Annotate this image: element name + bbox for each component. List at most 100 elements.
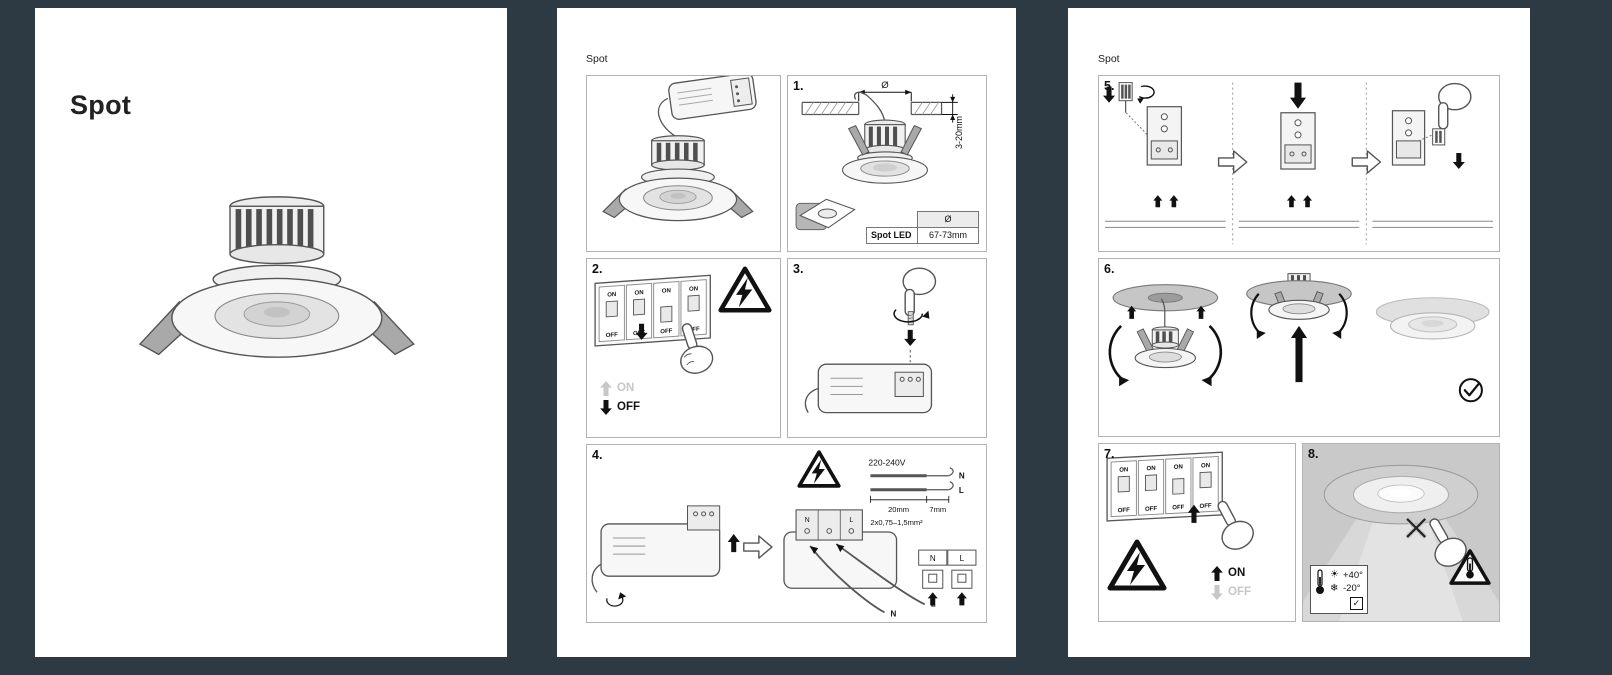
mains-l-label: L xyxy=(959,486,964,495)
breaker-off-label: OFF xyxy=(660,328,672,335)
high-voltage-warning-icon xyxy=(1107,539,1167,591)
stage-3 xyxy=(1372,82,1493,228)
step8-illustration xyxy=(1303,464,1499,621)
step7-illustration: ON OFF ON OFF ON OFF xyxy=(1106,451,1254,550)
wire-spec-label: 2x0,75–1,5mm² xyxy=(870,518,923,527)
up-arrow-icon xyxy=(1127,305,1137,319)
up-arrow-icon xyxy=(1169,195,1179,208)
up-arrow-icon xyxy=(956,592,967,606)
breaker-on-label: ON xyxy=(1174,464,1183,470)
heatsink-fins xyxy=(235,209,314,252)
off-label: OFF xyxy=(1228,585,1251,598)
down-arrow-icon xyxy=(904,329,917,346)
up-arrow-icon xyxy=(927,592,938,606)
hand-icon xyxy=(1429,518,1467,567)
breaker-off-label: OFF xyxy=(1118,508,1130,515)
up-arrow-icon xyxy=(1153,195,1163,208)
approved-row: ✓ xyxy=(1315,596,1363,610)
breaker-off-label: OFF xyxy=(606,332,618,339)
hand-icon xyxy=(680,323,714,374)
check-icon: ✓ xyxy=(1352,598,1361,608)
neutral-wire xyxy=(809,545,885,614)
screw-icon xyxy=(907,311,914,326)
off-label: OFF xyxy=(617,400,640,413)
snowflake-icon: ❄ xyxy=(1330,582,1339,594)
strip-length-7: 7mm xyxy=(929,505,946,514)
power-state-legend: ON OFF xyxy=(1211,566,1251,600)
strip-length-20: 20mm xyxy=(888,505,909,514)
page-header: Spot xyxy=(1098,53,1120,65)
breaker-off-label: OFF xyxy=(1200,503,1212,510)
page-title: Spot xyxy=(70,90,132,121)
high-voltage-warning-icon xyxy=(718,266,772,313)
step-number: 7. xyxy=(1104,447,1115,461)
up-arrow-icon xyxy=(1286,195,1296,208)
breaker-on-label: ON xyxy=(607,292,616,299)
check-circle-icon xyxy=(1458,378,1483,403)
spec-table-cutout-value: 67-73mm xyxy=(917,227,979,244)
switch-down-arrow-icon xyxy=(635,323,648,340)
breaker-on-label: ON xyxy=(662,288,671,295)
switch-up-arrow-icon xyxy=(1187,504,1201,523)
down-arrow-icon xyxy=(1452,152,1465,170)
panel-step-4: 4. xyxy=(586,444,987,623)
next-arrow-icon xyxy=(743,535,773,559)
rotate-arrow-icon xyxy=(1138,85,1155,99)
on-label: ON xyxy=(1228,566,1246,579)
step4-illustration: N L L N 220-240V N xyxy=(591,458,977,618)
overview-illustration xyxy=(602,76,757,222)
push-up-arrow-icon xyxy=(1290,325,1308,383)
panel-step-7: 7. ON OFF ON OFF xyxy=(1098,443,1296,622)
driver-terminal-zoom: N L L N xyxy=(783,509,936,618)
page-cover: Spot xyxy=(35,8,507,657)
next-arrow-icon xyxy=(1217,150,1248,174)
panel-step-1: 1. Ø xyxy=(787,75,987,252)
hand-icon xyxy=(1437,82,1472,130)
step2-illustration: ON OFF ON OFF ON OFF xyxy=(594,274,714,374)
stage-1 xyxy=(1103,82,1226,228)
rotate-arrow-icon xyxy=(893,309,924,323)
spec-table-diameter-header: Ø xyxy=(917,211,979,228)
driver-box xyxy=(668,76,757,120)
mains-n-label: N xyxy=(959,472,965,481)
hand-icon xyxy=(1217,500,1254,550)
breaker-off-label: OFF xyxy=(1145,506,1157,513)
hand-icon xyxy=(902,267,937,317)
mains-cable xyxy=(853,91,886,123)
step-number: 6. xyxy=(1104,262,1115,276)
panel-step-8: 8. xyxy=(1302,443,1500,622)
squeeze-arrow-icon xyxy=(1108,324,1124,382)
step6-illustration xyxy=(1108,273,1490,403)
page-instructions-1: Spot xyxy=(557,8,1016,657)
up-arrow-icon xyxy=(727,534,740,553)
step-number: 1. xyxy=(793,79,804,93)
ceiling-hatch xyxy=(804,102,939,115)
stage-2 xyxy=(1246,273,1352,383)
stage-1 xyxy=(1108,284,1223,387)
wire-connector-icon xyxy=(1432,128,1446,146)
diagram-n-label: N xyxy=(930,554,936,563)
up-arrow-icon xyxy=(1211,566,1223,581)
step5-illustration xyxy=(1103,82,1493,245)
panel-step-6: 6. xyxy=(1098,258,1500,437)
breaker-on-label: ON xyxy=(689,286,698,293)
breaker-off-label: OFF xyxy=(1172,505,1184,512)
live-wire xyxy=(835,543,926,606)
approved-checkbox: ✓ xyxy=(1349,597,1363,610)
off-row: OFF xyxy=(600,400,640,415)
ceiling-thickness-label: 3-20mm xyxy=(954,116,964,150)
voltage-label: 220-240V xyxy=(868,458,905,468)
panel-step-3: 3. xyxy=(787,258,987,438)
on-label: ON xyxy=(617,381,635,394)
thermometer-icon xyxy=(1316,569,1324,594)
step1-illustration: Ø xyxy=(795,80,958,231)
step-number: 4. xyxy=(592,448,603,462)
on-row: ON xyxy=(600,381,640,396)
spotlight-product-illustration xyxy=(138,196,415,358)
step3-illustration xyxy=(804,267,937,414)
driver-box xyxy=(804,363,933,414)
cutout-spec-table: Ø Spot LED 67-73mm xyxy=(866,211,979,244)
temperature-rating-legend: ☀ +40° ❄ -20° ✓ xyxy=(1310,565,1368,614)
min-temp-label: -20° xyxy=(1343,583,1361,595)
